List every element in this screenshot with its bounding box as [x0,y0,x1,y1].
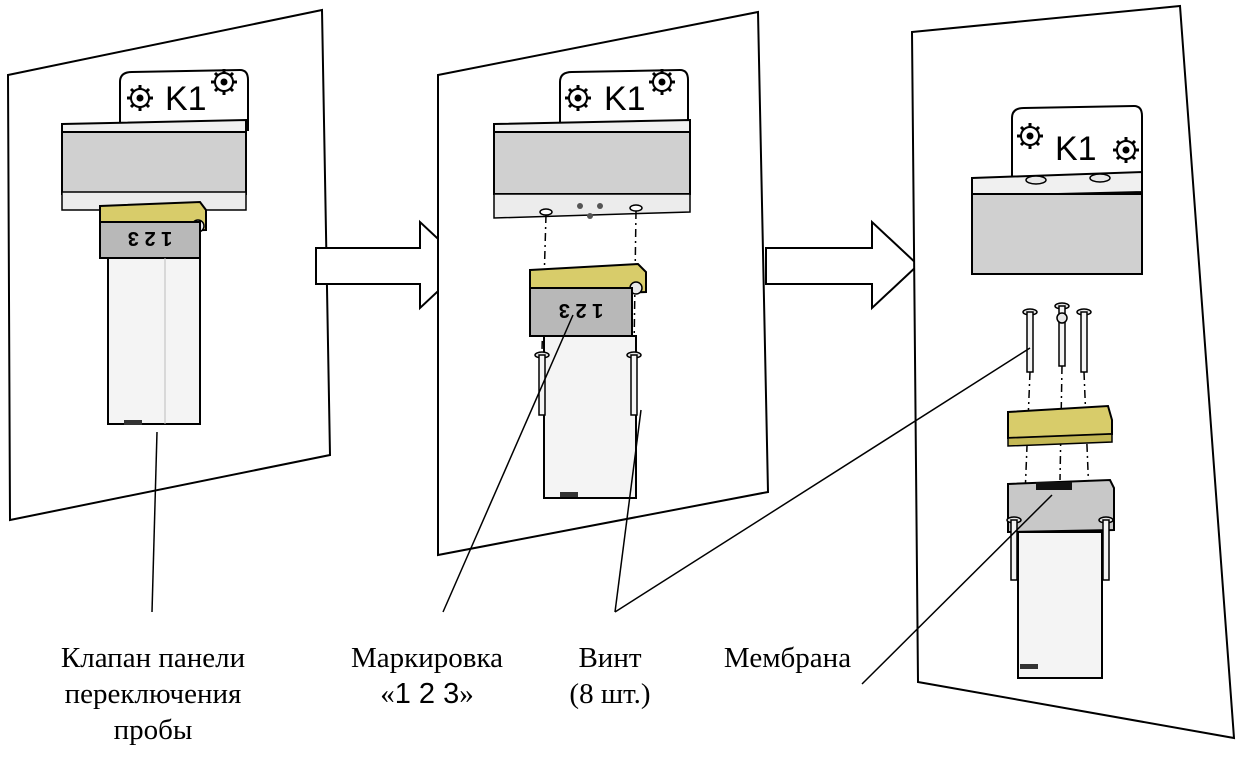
step-3-panel: K1 [910,4,1236,740]
k1-sticker: K1 [604,80,646,118]
valve-number-marking: 1 2 3 [128,227,172,249]
right-arrow-icon [765,219,920,311]
valve-label-line-1: Клапан панели [60,642,246,674]
marking-label-line-1: Маркировка [351,642,503,674]
valve-label: Клапан панели переключения пробы [18,640,288,748]
k1-sticker: K1 [1055,130,1097,168]
valve-label-line-2: переключения [64,678,242,710]
callout-lines [151,314,1053,685]
membrane-label: Мембрана [723,642,852,674]
marking-label-line-2: «1 2 3» [312,676,542,712]
step-2-panel: K1 1 2 3 [437,10,770,557]
step-1-panel: K1 1 2 3 [6,8,332,522]
screw-label-line-1: Винт [578,642,642,674]
marking-digits: 1 2 3 [394,678,460,710]
k1-sticker: K1 [165,80,207,118]
valve-label-line-3: пробы [113,714,193,746]
valve-number-marking: 1 2 3 [559,299,603,321]
marking-label: Маркировка «1 2 3» [312,640,542,712]
marking-open-quote: « [380,678,395,710]
screw-label: Винт (8 шт.) [540,640,680,712]
screw-label-line-2: (8 шт.) [569,678,651,710]
marking-close-quote: » [459,678,474,710]
